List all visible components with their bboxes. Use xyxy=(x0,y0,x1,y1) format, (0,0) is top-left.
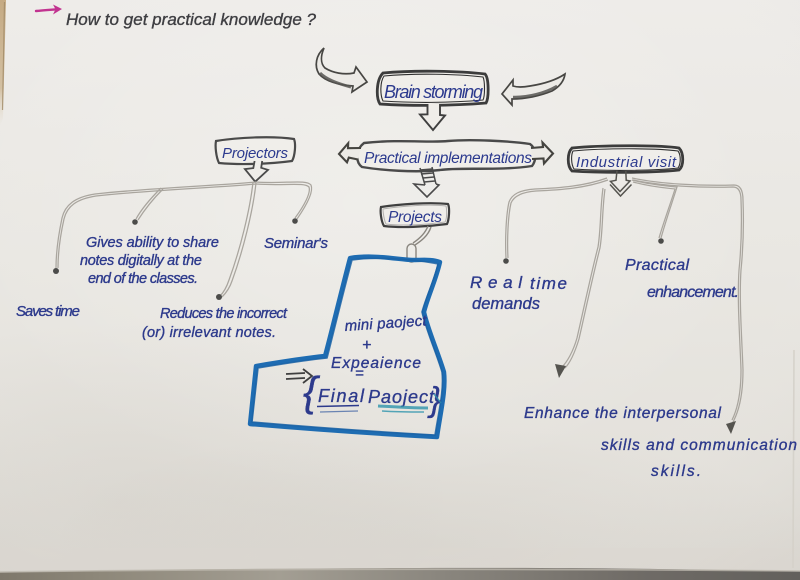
svg-text:skills and communication: skills and communication xyxy=(601,437,797,454)
svg-text:(or) irrelevant notes.: (or) irrelevant notes. xyxy=(142,325,276,341)
svg-text:Projects: Projects xyxy=(388,209,442,226)
svg-text:Final: Final xyxy=(318,386,365,406)
svg-text:Brain storming: Brain storming xyxy=(384,82,483,102)
svg-text:Gives ability to share: Gives ability to share xyxy=(86,235,219,251)
svg-text:Reduces the incorrect: Reduces the incorrect xyxy=(160,306,288,322)
svg-text:Saves time: Saves time xyxy=(16,303,80,320)
svg-text:Practical: Practical xyxy=(625,257,689,274)
svg-text:Industrial visit: Industrial visit xyxy=(576,154,677,171)
svg-text:=: = xyxy=(355,365,364,382)
svg-text:Expeaience: Expeaience xyxy=(331,355,421,372)
svg-text:Practical implementations: Practical implementations xyxy=(364,150,532,167)
svg-text:Seminar's: Seminar's xyxy=(264,235,329,252)
svg-text:demands: demands xyxy=(472,295,540,313)
svg-text:enhancement.: enhancement. xyxy=(647,284,739,301)
svg-text:notes digitally at the: notes digitally at the xyxy=(80,253,202,269)
svg-text:end of the classes.: end of the classes. xyxy=(88,271,198,287)
svg-text:+: + xyxy=(362,337,371,354)
svg-text:}: } xyxy=(427,381,441,419)
svg-text:mini paoject: mini paoject xyxy=(344,312,428,335)
svg-text:time: time xyxy=(530,274,567,293)
svg-text:Projectors: Projectors xyxy=(222,145,289,162)
svg-text:How to get practical knowledge: How to get practical knowledge ? xyxy=(66,10,317,29)
svg-text:skills.: skills. xyxy=(651,463,701,480)
svg-text:Enhance the interpersonal: Enhance the interpersonal xyxy=(524,405,722,422)
svg-text:Paoject: Paoject xyxy=(368,387,435,407)
